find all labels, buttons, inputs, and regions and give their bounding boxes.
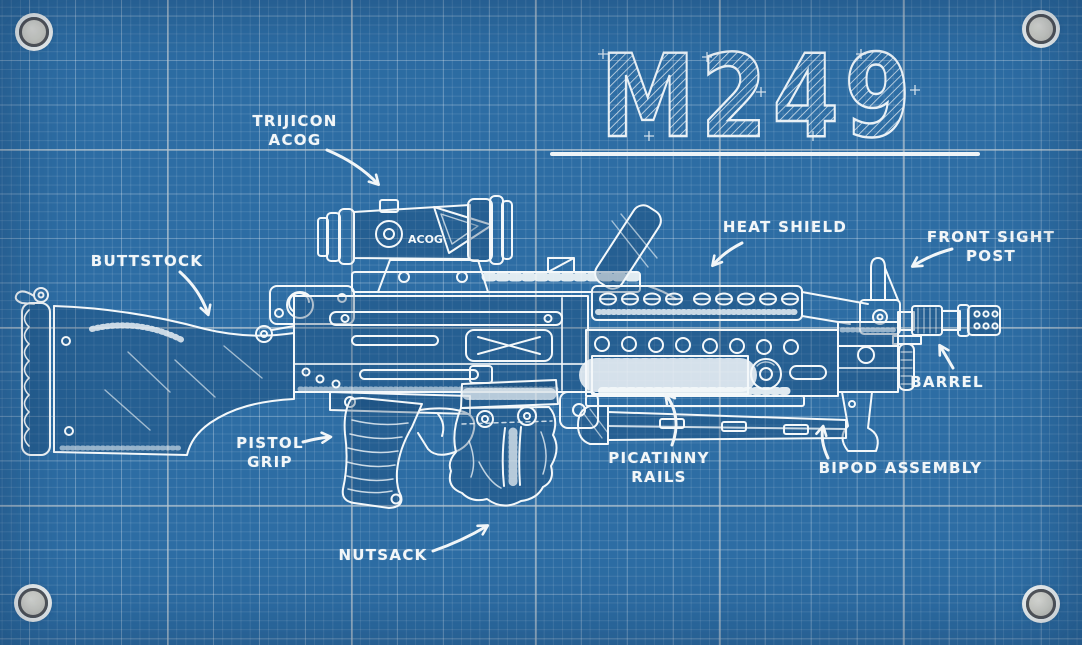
label-picatinny-rails: PICATINNY RAILS <box>608 449 710 486</box>
acog-scope-drawing: ACOG <box>317 195 513 265</box>
grommet-top-right <box>1026 14 1056 44</box>
arrow-barrel <box>938 343 955 370</box>
front-sight-drawing <box>859 257 901 335</box>
arrow-buttstock <box>178 270 212 317</box>
arrow-picatinny-rails <box>664 392 678 447</box>
heat-shield-vents <box>599 292 799 306</box>
front-swivel-drawing <box>559 391 599 429</box>
label-bipod-assembly: BIPOD ASSEMBLY <box>818 459 983 477</box>
arrow-front-sight-post <box>910 247 954 268</box>
label-nutsack: NUTSACK <box>338 546 428 564</box>
arrow-heat-shield <box>711 241 744 268</box>
gas-block-drawing <box>837 321 899 452</box>
heat-shield-drawing <box>591 285 869 325</box>
poster-title: M249 <box>600 30 916 163</box>
arrow-nutsack <box>431 524 490 553</box>
buttstock-drawing <box>14 287 295 456</box>
handguard-vent-holes <box>594 336 799 355</box>
receiver-drawing <box>255 257 641 393</box>
grommet-bottom-left <box>18 588 48 618</box>
scope-marking-text: ACOG <box>408 233 443 246</box>
carry-handle-drawing <box>594 204 677 300</box>
label-heat-shield: HEAT SHIELD <box>722 218 848 236</box>
m249-illustration: ACOG <box>14 195 1001 509</box>
title-block: M249 <box>550 29 980 164</box>
construction-marks <box>598 49 920 141</box>
label-arrows <box>178 148 955 553</box>
arrow-trijicon-acog <box>325 148 380 187</box>
label-buttstock: BUTTSTOCK <box>90 252 204 270</box>
arrow-bipod-assembly <box>815 424 830 460</box>
grommet-top-left <box>19 17 49 47</box>
pistol-grip-drawing <box>329 391 471 509</box>
label-barrel: BARREL <box>910 373 984 391</box>
label-trijicon-acog: TRIJICON ACOG <box>252 112 338 149</box>
handguard-drawing <box>579 329 839 407</box>
label-pistol-grip: PISTOL GRIP <box>236 434 304 471</box>
arrow-pistol-grip <box>301 431 333 444</box>
bipod-drawing <box>577 405 847 445</box>
barrel-drawing <box>892 304 1001 391</box>
ammo-pouch-drawing <box>448 379 559 507</box>
trigger-guard-drawing <box>417 407 476 456</box>
label-front-sight-post: FRONT SIGHT POST <box>926 228 1056 265</box>
grommet-bottom-right <box>1026 589 1056 619</box>
